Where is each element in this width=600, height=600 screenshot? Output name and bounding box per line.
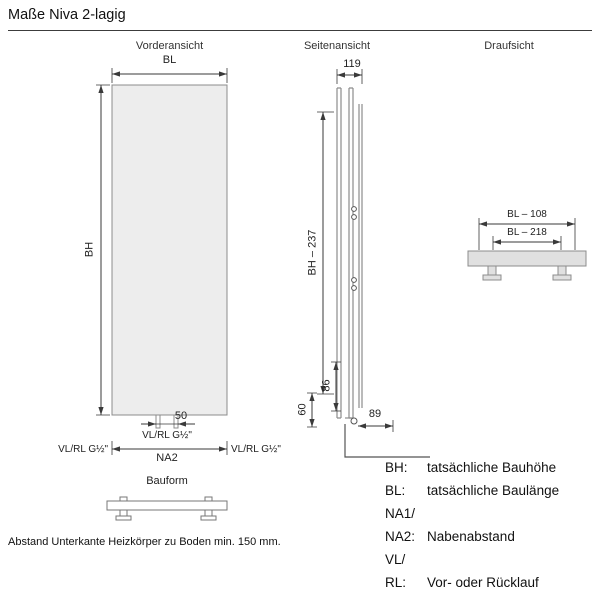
view-header-side: Seitenansicht [303, 40, 371, 52]
legend-row-na1: NA1/ [385, 506, 559, 529]
legend-row-bl: BL: tatsächliche Baulänge [385, 483, 559, 506]
dim-label-bh: BH [83, 241, 96, 258]
radiator-front-panel [111, 84, 228, 416]
mounting-brackets [482, 265, 572, 281]
legend-abbr: NA2: [385, 529, 416, 544]
dim-label-bl218: BL – 218 [507, 227, 547, 238]
legend-text: Vor- oder Rücklauf [427, 575, 539, 590]
valve [350, 417, 358, 425]
legend-abbr: RL: [385, 575, 407, 590]
footnote: Abstand Unterkante Heizkörper zu Boden m… [8, 536, 281, 548]
dim-label-na2: NA2 [156, 452, 178, 464]
legend-abbr: NA1/ [385, 506, 416, 521]
dim-label-50: 50 [174, 410, 188, 422]
connection-label-left: VL/RL G½" [58, 444, 108, 455]
dim-label-89: 89 [368, 408, 382, 420]
legend-text: tatsächliche Baulänge [427, 483, 560, 498]
view-header-front: Vorderansicht [135, 40, 204, 52]
dim-label-bl108: BL – 108 [507, 209, 547, 220]
legend-row-rl: RL: Vor- oder Rücklauf [385, 575, 559, 598]
view-header-top: Draufsicht [484, 40, 534, 52]
top-view-drawing [467, 218, 587, 281]
title-divider [8, 30, 592, 31]
dim-label-86: 86 [320, 379, 333, 392]
legend-abbr: VL/ [385, 552, 406, 567]
legend: BH: tatsächliche Bauhöhe BL: tatsächlich… [385, 460, 559, 598]
page-title: Maße Niva 2-lagig [8, 7, 126, 23]
pipe-stub-left [155, 414, 161, 429]
legend-row-na2: NA2: Nabenabstand [385, 529, 559, 552]
dim-label-bh237: BH – 237 [306, 229, 319, 276]
legend-text: tatsächliche Bauhöhe [427, 460, 557, 475]
dim-label-60: 60 [296, 403, 309, 416]
front-view-drawing [96, 68, 228, 455]
legend-text: Nabenabstand [427, 529, 515, 544]
connection-label-center: VL/RL G½" [142, 430, 192, 441]
dim-label-bl: BL [162, 54, 177, 66]
legend-row-bh: BH: tatsächliche Bauhöhe [385, 460, 559, 483]
bauform-drawing [106, 496, 228, 521]
radiator-top-bar [467, 250, 587, 267]
legend-abbr: BL: [385, 483, 406, 498]
legend-abbr: BH: [385, 460, 408, 475]
dim-label-119: 119 [343, 58, 361, 70]
side-view-drawing [307, 69, 430, 458]
connection-label-right: VL/RL G½" [231, 444, 281, 455]
bauform-label: Bauform [146, 475, 188, 487]
floor-line [344, 424, 430, 458]
legend-row-vl: VL/ [385, 552, 559, 575]
